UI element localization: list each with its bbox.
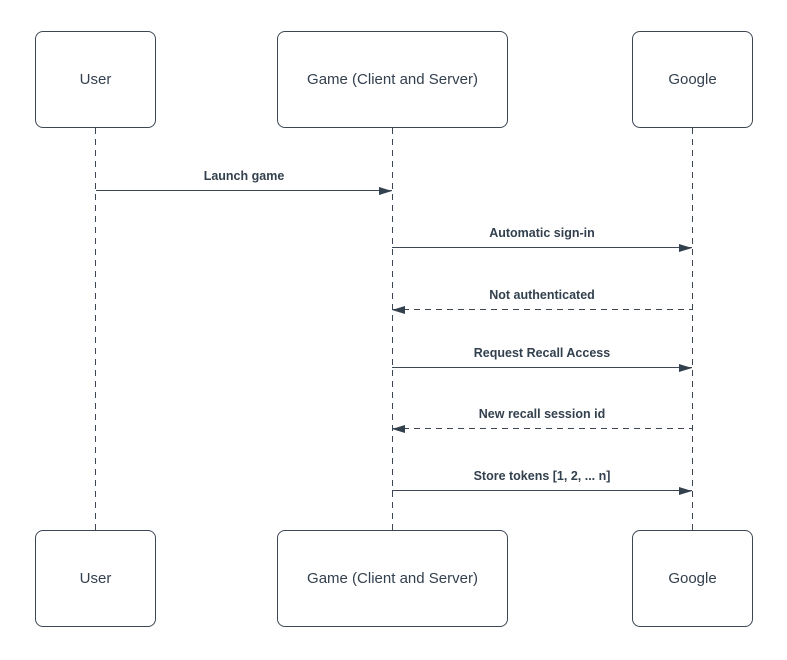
message-label: Launch game [203,169,285,183]
actor-box-google-bottom: Google [632,530,753,627]
message-line [392,367,692,368]
actor-label-user: User [79,570,112,587]
actor-box-user-top: User [35,31,156,128]
message-line [392,247,692,248]
arrowhead-right-icon [679,487,692,495]
actor-label-user: User [79,71,112,88]
message-not-authenticated: Not authenticated [392,284,692,314]
actor-box-user-bottom: User [35,530,156,627]
message-label: Store tokens [1, 2, ... n] [473,469,611,483]
arrowhead-left-icon [392,306,405,314]
message-label: Request Recall Access [473,346,611,360]
arrowhead-right-icon [679,244,692,252]
lifeline-google [692,128,693,530]
actor-box-google-top: Google [632,31,753,128]
actor-label-game: Game (Client and Server) [307,71,478,88]
actor-label-game: Game (Client and Server) [307,570,478,587]
message-new-recall-session-id: New recall session id [392,403,692,433]
message-line [96,190,392,191]
message-request-recall-access: Request Recall Access [392,342,692,372]
arrowhead-right-icon [379,187,392,195]
message-line [392,309,692,310]
message-automatic-sign-in: Automatic sign-in [392,222,692,252]
arrowhead-left-icon [392,425,405,433]
arrowhead-right-icon [679,364,692,372]
actor-box-game-top: Game (Client and Server) [277,31,508,128]
actor-label-google: Google [668,71,717,88]
message-store-tokens: Store tokens [1, 2, ... n] [392,465,692,495]
message-label: Automatic sign-in [489,226,595,240]
message-line [392,428,692,429]
message-line [392,490,692,491]
lifeline-game [392,128,393,530]
message-label: Not authenticated [489,288,595,302]
lifeline-user [95,128,96,530]
actor-label-google: Google [668,570,717,587]
message-launch-game: Launch game [96,165,392,195]
actor-box-game-bottom: Game (Client and Server) [277,530,508,627]
message-label: New recall session id [478,407,606,421]
